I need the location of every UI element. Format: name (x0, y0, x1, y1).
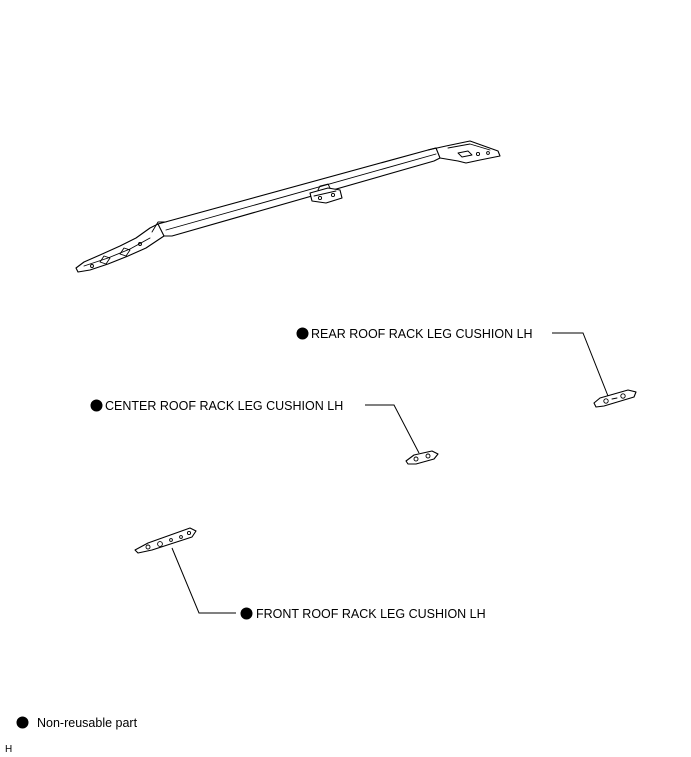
rear-roof-rack-leg-cushion-part (593, 389, 637, 408)
callout-front-roof-rack-leg-cushion: FRONT ROOF RACK LEG CUSHION LH (240, 607, 486, 621)
non-reusable-dot-icon (16, 716, 29, 729)
legend-label: Non-reusable part (37, 716, 138, 730)
callout-label-front: FRONT ROOF RACK LEG CUSHION LH (256, 607, 486, 621)
callout-label-rear: REAR ROOF RACK LEG CUSHION LH (311, 327, 533, 341)
front-roof-rack-leg-cushion-part (134, 527, 197, 554)
non-reusable-dot-icon (90, 399, 103, 412)
center-roof-rack-leg-cushion-part (405, 450, 439, 465)
callout-center-roof-rack-leg-cushion: CENTER ROOF RACK LEG CUSHION LH (90, 399, 343, 413)
center-leader-line (365, 404, 420, 454)
illustration-code: H (5, 744, 12, 755)
non-reusable-dot-icon (296, 327, 309, 340)
callout-label-center: CENTER ROOF RACK LEG CUSHION LH (105, 399, 343, 413)
callout-rear-roof-rack-leg-cushion: REAR ROOF RACK LEG CUSHION LH (296, 327, 533, 341)
front-leader-line (171, 547, 236, 614)
roof-rack-rail-assembly (75, 140, 501, 273)
legend-non-reusable: Non-reusable part (16, 716, 138, 730)
rear-leader-line (552, 332, 609, 397)
non-reusable-dot-icon (240, 607, 253, 620)
